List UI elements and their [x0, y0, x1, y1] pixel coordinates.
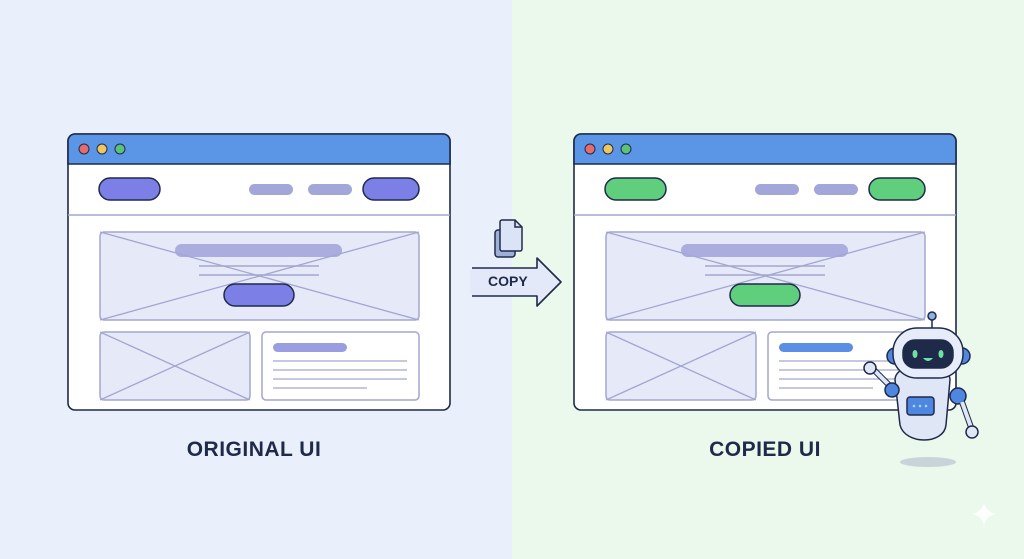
logo-pill	[98, 177, 161, 201]
maximize-dot-icon	[620, 143, 632, 155]
header-button	[868, 177, 926, 201]
nav-pill	[814, 184, 858, 195]
header-button	[362, 177, 420, 201]
nav-pill	[755, 184, 799, 195]
titlebar	[67, 133, 451, 165]
copy-label: COPY	[488, 273, 528, 289]
maximize-dot-icon	[114, 143, 126, 155]
documents-icon	[494, 219, 523, 258]
nav-pill	[249, 184, 293, 195]
robot-mascot-icon	[863, 311, 979, 467]
copied-ui-mockup	[573, 133, 957, 411]
hero-button	[729, 283, 801, 307]
hero-title-bar	[681, 244, 848, 257]
titlebar	[573, 133, 957, 165]
logo-pill	[604, 177, 667, 201]
minimize-dot-icon	[602, 143, 614, 155]
original-ui-mockup	[67, 133, 451, 411]
sparkle-icon	[972, 502, 996, 526]
card-title-bar	[273, 343, 347, 352]
close-dot-icon	[78, 143, 90, 155]
copied-ui-label: COPIED UI	[709, 438, 821, 461]
text-card	[261, 331, 420, 401]
minimize-dot-icon	[96, 143, 108, 155]
copy-arrow	[470, 257, 562, 307]
hero-button	[223, 283, 295, 307]
nav-pill	[308, 184, 352, 195]
close-dot-icon	[584, 143, 596, 155]
original-ui-label: ORIGINAL UI	[186, 438, 322, 461]
card-title-bar	[779, 343, 853, 352]
hero-title-bar	[175, 244, 342, 257]
